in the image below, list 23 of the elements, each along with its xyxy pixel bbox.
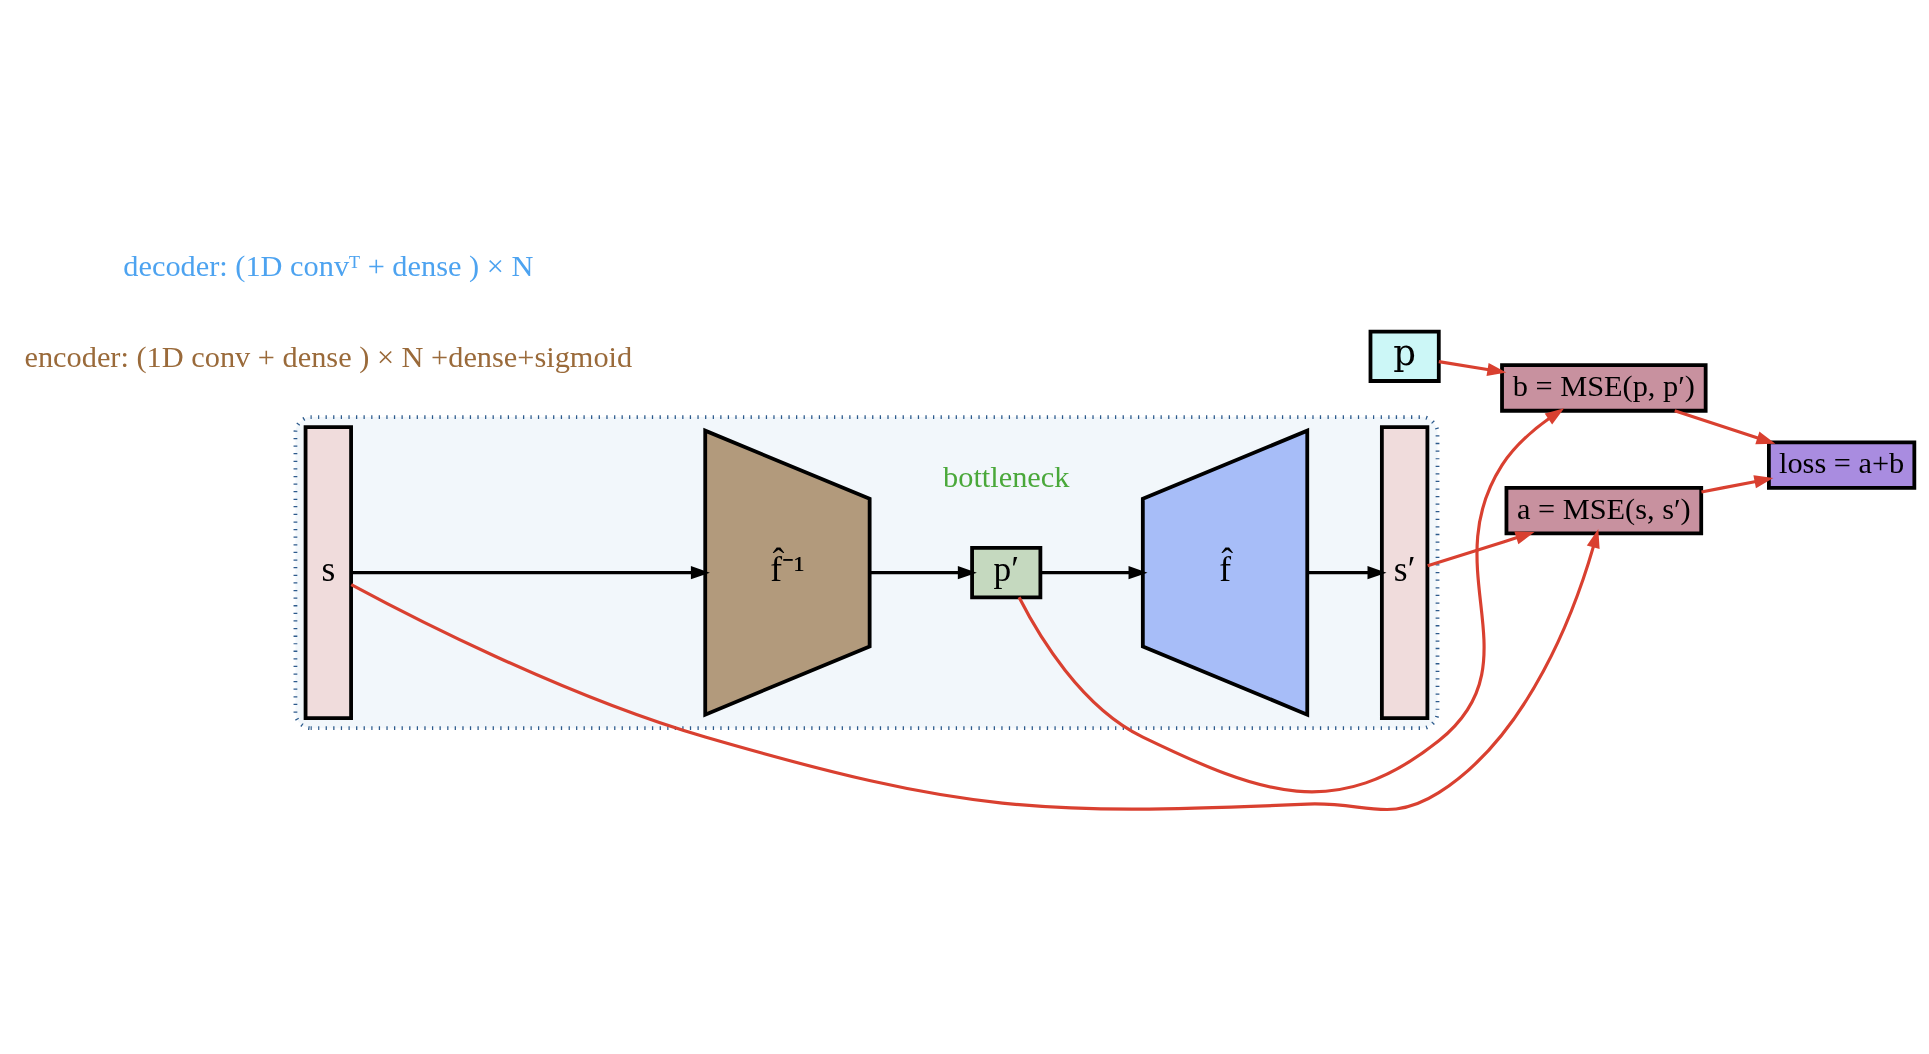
label: encoder: (1D conv + dense ) × N +dense+sigmoid xyxy=(24,339,633,374)
arrow xyxy=(1307,565,1387,579)
arrow xyxy=(1438,359,1507,376)
label: decoder: (1D convᵀ + dense ) × N xyxy=(123,248,534,283)
node-box: loss = a+b xyxy=(1767,439,1917,490)
arrow xyxy=(1427,531,1535,567)
node-label: bottleneck xyxy=(943,459,1070,494)
node-box: f̂ xyxy=(1140,427,1310,717)
arrow xyxy=(1040,565,1148,579)
node-box: s xyxy=(303,424,353,720)
node-box: a = MSE(s, s′) xyxy=(1504,485,1704,535)
arrow xyxy=(351,565,710,579)
node-box: f̂⁻¹ xyxy=(703,427,872,717)
arrow xyxy=(1701,474,1774,494)
node-box: b = MSE(p, p′) xyxy=(1500,362,1708,413)
arrow xyxy=(1017,407,1565,793)
arrow xyxy=(869,565,977,579)
node-box: s′ xyxy=(1379,424,1430,720)
cluster xyxy=(293,414,1440,730)
node-box: p′ xyxy=(970,545,1043,599)
node-box: p xyxy=(1368,329,1441,383)
arrow xyxy=(350,528,1600,811)
arrow xyxy=(1674,408,1776,444)
